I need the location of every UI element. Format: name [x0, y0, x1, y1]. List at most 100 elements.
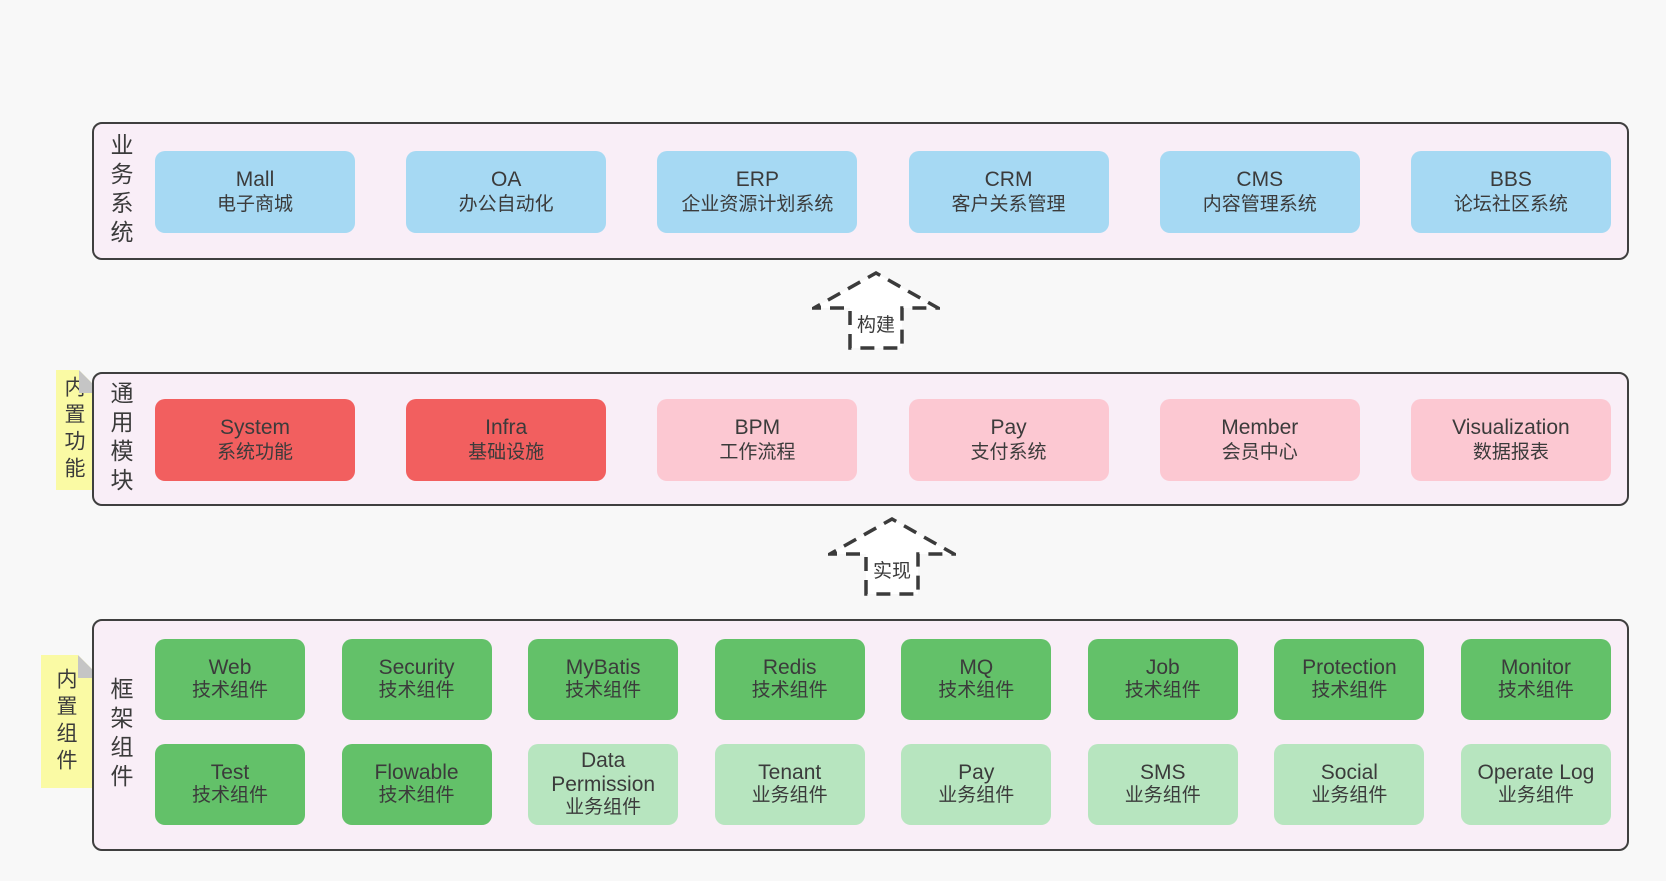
- common-modules-row: System 系统功能 Infra 基础设施 BPM 工作流程 Pay 支付系统…: [155, 399, 1611, 481]
- box-title: Web: [208, 656, 252, 680]
- box-operate-log: Operate Log 业务组件: [1460, 744, 1611, 825]
- box-subtitle: 技术组件: [191, 785, 268, 807]
- box-oa: OA 办公自动化: [406, 151, 607, 233]
- box-title: CRM: [984, 168, 1033, 191]
- box-protection: Protection 技术组件: [1274, 639, 1425, 720]
- box-subtitle: 会员中心: [1221, 442, 1298, 464]
- business-systems-panel: 业务系统 Mall 电子商城 OA 办公自动化 ERP 企业资源计划系统 CRM…: [92, 122, 1629, 260]
- box-title: Data Permission: [551, 748, 656, 797]
- common-modules-panel: 通用模块 System 系统功能 Infra 基础设施 BPM 工作流程 Pay…: [92, 372, 1629, 506]
- box-flowable: Flowable 技术组件: [341, 744, 492, 825]
- box-infra: Infra 基础设施: [406, 399, 607, 481]
- box-title: Monitor: [1500, 656, 1571, 680]
- box-title: Protection: [1302, 656, 1397, 680]
- box-subtitle: 基础设施: [468, 442, 545, 464]
- panel-label-framework-components: 框架组件: [107, 677, 133, 793]
- box-title: System: [219, 416, 290, 439]
- box-subtitle: 业务组件: [1311, 785, 1388, 807]
- box-title: CMS: [1236, 168, 1284, 191]
- panel-label-business-systems: 业务系统: [107, 133, 133, 249]
- box-subtitle: 系统功能: [216, 442, 293, 464]
- box-subtitle: 电子商城: [216, 194, 293, 216]
- box-subtitle: 支付系统: [970, 442, 1047, 464]
- box-title: SMS: [1140, 761, 1186, 785]
- box-subtitle: 技术组件: [378, 680, 455, 702]
- box-redis: Redis 技术组件: [714, 639, 865, 720]
- box-title: Operate Log: [1477, 761, 1595, 785]
- panel-label-common-modules: 通用模块: [107, 381, 133, 497]
- box-mall: Mall 电子商城: [155, 151, 355, 233]
- box-visualization: Visualization 数据报表: [1410, 399, 1611, 481]
- box-subtitle: 业务组件: [565, 797, 642, 819]
- box-subtitle: 技术组件: [938, 680, 1015, 702]
- box-title: Visualization: [1452, 416, 1570, 439]
- box-title: Redis: [762, 656, 817, 680]
- box-cms: CMS 内容管理系统: [1159, 151, 1360, 233]
- build-arrow-label: 构建: [853, 310, 899, 337]
- box-subtitle: 技术组件: [565, 680, 642, 702]
- box-job: Job 技术组件: [1087, 639, 1238, 720]
- box-subtitle: 技术组件: [1497, 680, 1574, 702]
- box-subtitle: 业务组件: [938, 785, 1015, 807]
- box-title: BPM: [734, 416, 781, 439]
- box-title: Test: [210, 761, 250, 785]
- sticky-note-label: 内置组件: [54, 667, 77, 776]
- framework-components-row-2: Test 技术组件 Flowable 技术组件 Data Permission …: [155, 744, 1611, 825]
- box-title: Flowable: [374, 761, 459, 785]
- box-subtitle: 论坛社区系统: [1453, 194, 1568, 216]
- box-title: MQ: [959, 656, 994, 680]
- box-pay-component: Pay 业务组件: [901, 744, 1052, 825]
- box-subtitle: 技术组件: [751, 680, 828, 702]
- box-title: Infra: [485, 416, 528, 439]
- box-title: Tenant: [758, 761, 822, 785]
- box-mybatis: MyBatis 技术组件: [528, 639, 679, 720]
- box-web: Web 技术组件: [155, 639, 305, 720]
- box-sms: SMS 业务组件: [1087, 744, 1238, 825]
- business-systems-row: Mall 电子商城 OA 办公自动化 ERP 企业资源计划系统 CRM 客户关系…: [155, 151, 1611, 233]
- box-subtitle: 业务组件: [1124, 785, 1201, 807]
- box-subtitle: 技术组件: [1311, 680, 1388, 702]
- box-title: Social: [1320, 761, 1378, 785]
- box-title: Pay: [990, 416, 1027, 439]
- box-title: Security: [378, 656, 455, 680]
- box-pay-system: Pay 支付系统: [908, 399, 1109, 481]
- sticky-note-label: 内置功能: [62, 376, 85, 484]
- box-tenant: Tenant 业务组件: [714, 744, 865, 825]
- box-crm: CRM 客户关系管理: [908, 151, 1109, 233]
- box-data-permission: Data Permission 业务组件: [528, 744, 679, 825]
- box-subtitle: 工作流程: [719, 442, 796, 464]
- box-subtitle: 企业资源计划系统: [681, 194, 834, 216]
- framework-components-panel: 框架组件 Web 技术组件 Security 技术组件 MyBatis 技术组件…: [92, 619, 1629, 851]
- build-arrow: 构建: [812, 270, 940, 350]
- box-subtitle: 内容管理系统: [1202, 194, 1317, 216]
- box-bbs: BBS 论坛社区系统: [1410, 151, 1611, 233]
- box-subtitle: 业务组件: [751, 785, 828, 807]
- implement-arrow-label: 实现: [869, 556, 915, 583]
- box-title: OA: [491, 168, 522, 191]
- box-security: Security 技术组件: [341, 639, 492, 720]
- box-title: BBS: [1489, 168, 1532, 191]
- box-title: Job: [1145, 656, 1180, 680]
- box-system: System 系统功能: [155, 399, 355, 481]
- box-subtitle: 客户关系管理: [951, 194, 1066, 216]
- box-title: ERP: [735, 168, 779, 191]
- framework-components-row-1: Web 技术组件 Security 技术组件 MyBatis 技术组件 Redi…: [155, 639, 1611, 720]
- box-mq: MQ 技术组件: [901, 639, 1052, 720]
- box-bpm: BPM 工作流程: [657, 399, 858, 481]
- box-social: Social 业务组件: [1274, 744, 1425, 825]
- box-title: Member: [1221, 416, 1299, 439]
- box-title: Mall: [235, 168, 275, 191]
- box-subtitle: 业务组件: [1497, 785, 1574, 807]
- box-subtitle: 办公自动化: [458, 194, 554, 216]
- box-subtitle: 技术组件: [1124, 680, 1201, 702]
- box-title: MyBatis: [565, 656, 641, 680]
- box-member: Member 会员中心: [1159, 399, 1360, 481]
- box-monitor: Monitor 技术组件: [1460, 639, 1611, 720]
- implement-arrow: 实现: [828, 516, 956, 596]
- box-title: Pay: [958, 761, 995, 785]
- box-erp: ERP 企业资源计划系统: [657, 151, 858, 233]
- box-test: Test 技术组件: [155, 744, 305, 825]
- box-subtitle: 数据报表: [1472, 442, 1549, 464]
- box-subtitle: 技术组件: [191, 680, 268, 702]
